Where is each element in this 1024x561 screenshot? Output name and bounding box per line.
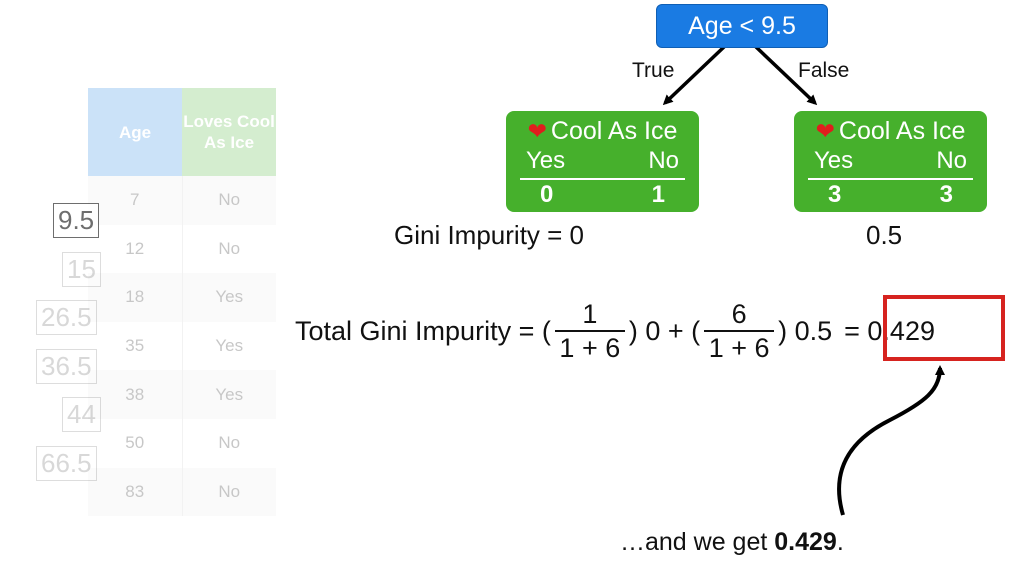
loves-cell: No bbox=[218, 238, 241, 258]
left-gini-impurity: Gini Impurity = 0 bbox=[394, 220, 585, 250]
result-note: …and we get 0.429. bbox=[620, 528, 844, 556]
fraction-1: 1 1 + 6 bbox=[554, 298, 625, 364]
root-node: Age < 9.5 bbox=[656, 4, 828, 48]
fraction-2-numerator: 6 bbox=[731, 298, 747, 329]
result-note-value: 0.429 bbox=[774, 528, 837, 556]
right-leaf-node: ❤Cool As Ice Yes No 3 3 bbox=[794, 111, 987, 212]
loves-cool-as-ice-header: Loves Cool As Ice bbox=[182, 88, 276, 176]
table-row: 7 No bbox=[88, 176, 276, 225]
yes-count: 3 bbox=[828, 181, 842, 208]
right-gini-impurity: 0.5 bbox=[866, 220, 903, 250]
false-branch-label: False bbox=[798, 59, 850, 82]
formula-prefix: Total Gini Impurity = ( bbox=[295, 315, 551, 346]
fraction-2-denominator: 1 + 6 bbox=[708, 333, 770, 364]
threshold-box: 66.5 bbox=[36, 446, 97, 481]
false-branch-arrow-icon bbox=[753, 44, 818, 106]
table-row: 83 No bbox=[88, 467, 276, 517]
true-branch-arrow-icon bbox=[662, 44, 727, 106]
age-cell: 50 bbox=[88, 418, 183, 468]
threshold-box: 9.5 bbox=[53, 203, 100, 238]
yes-count: 0 bbox=[540, 181, 554, 208]
age-cell: 35 bbox=[88, 321, 183, 371]
left-leaf-node: ❤Cool As Ice Yes No 0 1 bbox=[506, 111, 699, 212]
divider bbox=[808, 178, 973, 180]
heart-icon: ❤ bbox=[527, 118, 547, 144]
table-row: 12 No bbox=[88, 224, 276, 274]
age-cell: 12 bbox=[88, 224, 183, 274]
leaf-title: ❤Cool As Ice bbox=[527, 117, 678, 145]
age-cell: 83 bbox=[88, 467, 183, 517]
loves-cell: Yes bbox=[215, 287, 244, 307]
age-cell: 18 bbox=[88, 273, 183, 322]
leaf-title: ❤Cool As Ice bbox=[815, 117, 966, 145]
loves-cell: No bbox=[218, 433, 241, 453]
age-header: Age bbox=[88, 88, 182, 176]
age-cell: 7 bbox=[88, 176, 183, 225]
heart-icon: ❤ bbox=[815, 118, 835, 144]
true-branch-label: True bbox=[632, 59, 675, 82]
fraction-2: 6 1 + 6 bbox=[704, 298, 775, 364]
result-highlight-box bbox=[883, 295, 1005, 361]
formula-middle-1: ) 0 + ( bbox=[628, 315, 701, 346]
divider bbox=[520, 178, 685, 180]
no-label: No bbox=[936, 147, 967, 174]
table-row: 35 Yes bbox=[88, 321, 276, 371]
formula-result: = 0.429 bbox=[844, 315, 935, 346]
no-count: 1 bbox=[651, 181, 665, 208]
formula-middle-2: ) 0.5 bbox=[778, 315, 833, 346]
no-label: No bbox=[648, 147, 679, 174]
age-cell: 38 bbox=[88, 370, 183, 419]
table-row: 18 Yes bbox=[88, 273, 276, 322]
yes-label: Yes bbox=[814, 147, 854, 174]
loves-cell: No bbox=[218, 190, 241, 210]
table-header: Age Loves Cool As Ice bbox=[88, 88, 276, 176]
fraction-bar bbox=[554, 329, 625, 333]
total-gini-formula: Total Gini Impurity = ( 1 1 + 6 ) 0 + ( … bbox=[295, 296, 935, 366]
threshold-box: 36.5 bbox=[36, 349, 97, 384]
curved-arrow-icon bbox=[837, 365, 945, 516]
loves-cell: No bbox=[218, 481, 241, 501]
yes-label: Yes bbox=[526, 147, 566, 174]
loves-cell: Yes bbox=[215, 336, 244, 356]
fraction-1-denominator: 1 + 6 bbox=[559, 333, 621, 364]
table-row: 50 No bbox=[88, 418, 276, 468]
fraction-1-numerator: 1 bbox=[582, 298, 598, 329]
no-count: 3 bbox=[939, 181, 953, 208]
loves-cell: Yes bbox=[215, 384, 244, 404]
threshold-box: 26.5 bbox=[36, 300, 97, 335]
table-row: 38 Yes bbox=[88, 370, 276, 419]
threshold-box: 44 bbox=[62, 397, 101, 432]
threshold-box: 15 bbox=[62, 252, 101, 287]
fraction-bar bbox=[704, 329, 775, 333]
